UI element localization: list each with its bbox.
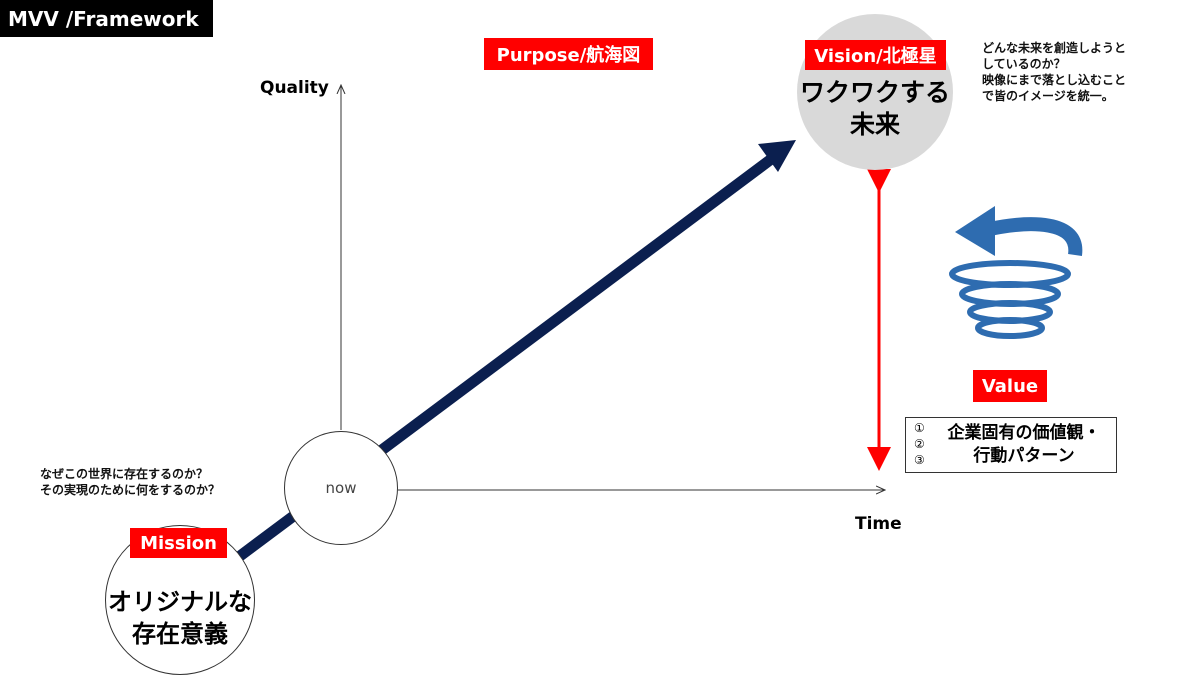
value-label: Value (973, 370, 1047, 402)
value-markers: ① ② ③ (914, 420, 925, 468)
now-circle: now (284, 431, 398, 545)
time-axis-label: Time (855, 514, 902, 534)
description-line: 映像にまで落とし込むこと (982, 73, 1127, 87)
marker: ③ (914, 453, 925, 467)
mission-description: なぜこの世界に存在するのか？ その実現のために何をするのか？ (40, 466, 220, 498)
vision-text: ワクワクする (799, 78, 950, 107)
vision-text: 未来 (849, 110, 900, 139)
vision-circle: ワクワクする 未来 (797, 14, 953, 170)
description-line: で皆のイメージを統一。 (982, 89, 1114, 103)
description-line: その実現のために何をするのか？ (40, 483, 221, 497)
quality-axis-label: Quality (260, 78, 329, 98)
mission-label: Mission (130, 528, 227, 558)
spiral-icon (949, 206, 1083, 339)
value-text-line: 行動パターン (973, 446, 1075, 466)
value-text: 企業固有の価値観・ 行動パターン (934, 422, 1114, 468)
description-line: どんな未来を創造しようと (982, 41, 1127, 55)
growth-arrowhead (758, 140, 796, 172)
page-title: MVV /Framework (0, 0, 213, 37)
value-box: ① ② ③ 企業固有の価値観・ 行動パターン (905, 417, 1117, 473)
description-line: なぜこの世界に存在するのか？ (40, 467, 209, 481)
mission-text: 存在意義 (132, 620, 228, 648)
now-label: now (325, 479, 357, 497)
vision-description: どんな未来を創造しようと しているのか？ 映像にまで落とし込むこと で皆のイメー… (982, 40, 1126, 104)
value-text-line: 企業固有の価値観・ (947, 423, 1101, 443)
vision-label: Vision/北極星 (805, 40, 946, 70)
marker: ② (914, 437, 925, 451)
purpose-label: Purpose/航海図 (484, 38, 653, 70)
mission-text: オリジナルな (108, 588, 252, 616)
marker: ① (914, 421, 925, 435)
description-line: しているのか？ (982, 57, 1066, 71)
